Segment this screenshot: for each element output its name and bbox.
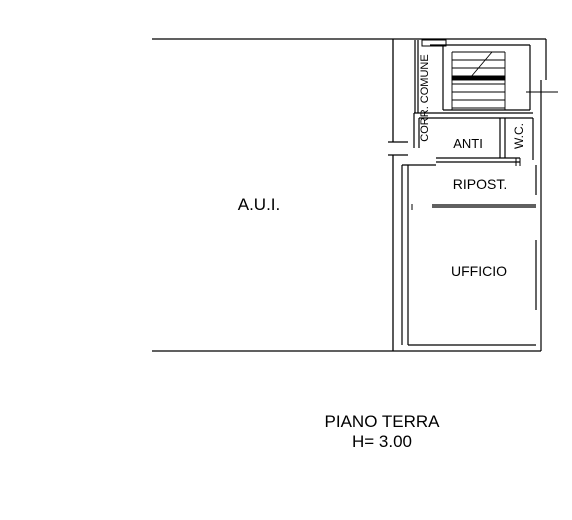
room-label-aui: A.U.I. bbox=[238, 195, 281, 214]
stair-icon bbox=[451, 51, 506, 110]
room-label-anti: ANTI bbox=[453, 136, 483, 151]
room-label-wc: W.C. bbox=[512, 123, 526, 149]
room-label-ufficio: UFFICIO bbox=[451, 263, 507, 279]
room-label-corridor: CORR. COMUNE bbox=[419, 54, 431, 141]
room-label-ripost: RIPOST. bbox=[453, 176, 507, 192]
floor-title: PIANO TERRA bbox=[324, 412, 440, 431]
aui-outline bbox=[152, 38, 546, 352]
floor-height: H= 3.00 bbox=[351, 432, 412, 451]
door-marks bbox=[411, 39, 558, 210]
office-walls bbox=[401, 39, 547, 351]
